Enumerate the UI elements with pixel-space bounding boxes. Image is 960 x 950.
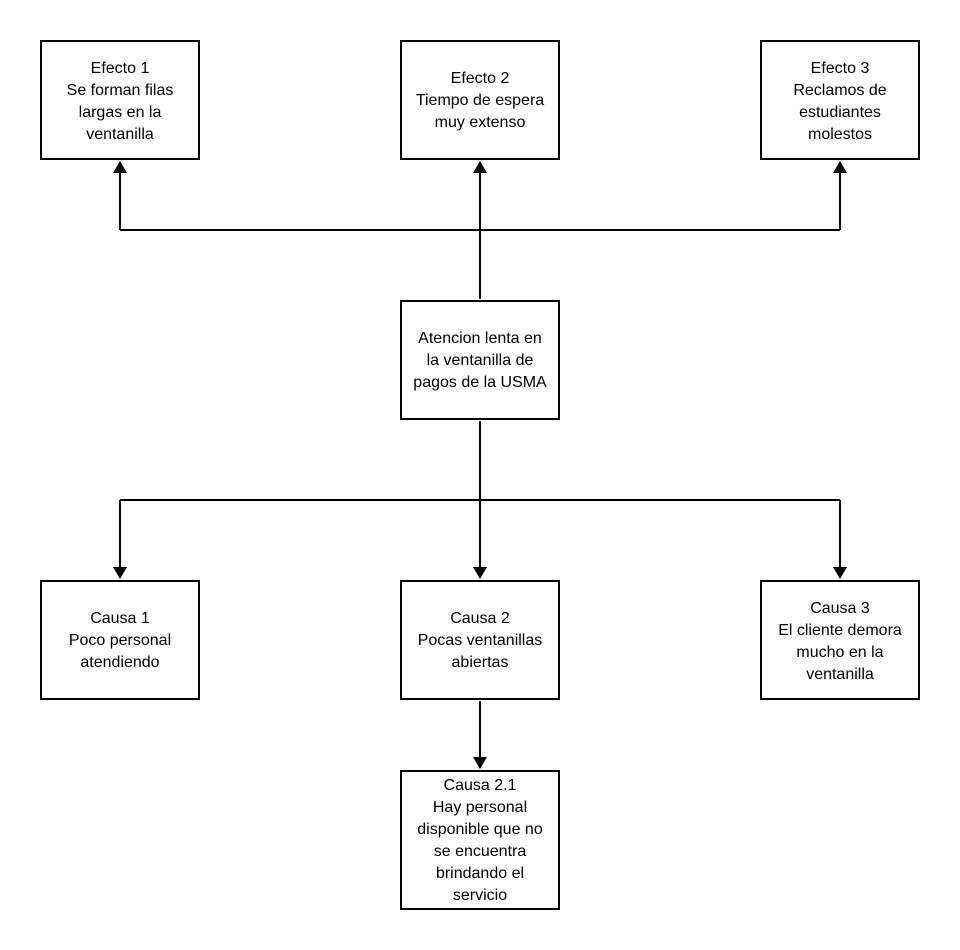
problem-line-2: la ventanilla de [426, 352, 534, 369]
effect-1-line-1: Se forman filas [66, 82, 174, 99]
effect-2-line-2: muy extenso [434, 114, 526, 131]
cause-3-box: Causa 3 El cliente demora mucho en la ve… [760, 580, 920, 700]
subcause-line-3: se encuentra [433, 843, 527, 860]
problem-box: Atencion lenta en la ventanilla de pagos… [400, 300, 560, 420]
effect-3-line-3: molestos [807, 126, 873, 143]
effect-1-line-3: ventanilla [86, 126, 154, 143]
subcause-title: Causa 2.1 [443, 777, 517, 794]
cause-2-line-2: abiertas [451, 654, 509, 671]
problem-line-3: pagos de la USMA [413, 374, 547, 391]
effect-1-box: Efecto 1 Se forman filas largas en la ve… [40, 40, 200, 160]
effect-1-title: Efecto 1 [90, 60, 150, 77]
cause-1-line-2: atendiendo [80, 654, 160, 671]
problem-line-1: Atencion lenta en [418, 330, 542, 347]
effect-2-line-1: Tiempo de espera [415, 92, 545, 109]
cause-1-title: Causa 1 [90, 610, 150, 627]
effect-2-title: Efecto 2 [450, 70, 510, 87]
cause-2-line-1: Pocas ventanillas [417, 632, 543, 649]
effect-3-line-1: Reclamos de [793, 82, 887, 99]
cause-3-line-2: mucho en la [796, 644, 884, 661]
cause-1-box: Causa 1 Poco personal atendiendo [40, 580, 200, 700]
effect-3-box: Efecto 3 Reclamos de estudiantes molesto… [760, 40, 920, 160]
effect-3-title: Efecto 3 [810, 60, 870, 77]
subcause-line-4: brindando el [435, 865, 525, 882]
cause-3-line-1: El cliente demora [778, 622, 902, 639]
cause-2-box: Causa 2 Pocas ventanillas abiertas [400, 580, 560, 700]
subcause-box: Causa 2.1 Hay personal disponible que no… [400, 770, 560, 910]
subcause-line-5: servicio [452, 887, 508, 904]
subcause-line-1: Hay personal [432, 799, 528, 816]
effect-3-line-2: estudiantes [799, 104, 881, 121]
cause-3-line-3: ventanilla [806, 666, 874, 683]
effect-1-line-2: largas en la [78, 104, 162, 121]
cause-1-line-1: Poco personal [68, 632, 172, 649]
subcause-line-2: disponible que no [417, 821, 543, 838]
cause-2-title: Causa 2 [450, 610, 510, 627]
effect-2-box: Efecto 2 Tiempo de espera muy extenso [400, 40, 560, 160]
cause-3-title: Causa 3 [810, 600, 870, 617]
